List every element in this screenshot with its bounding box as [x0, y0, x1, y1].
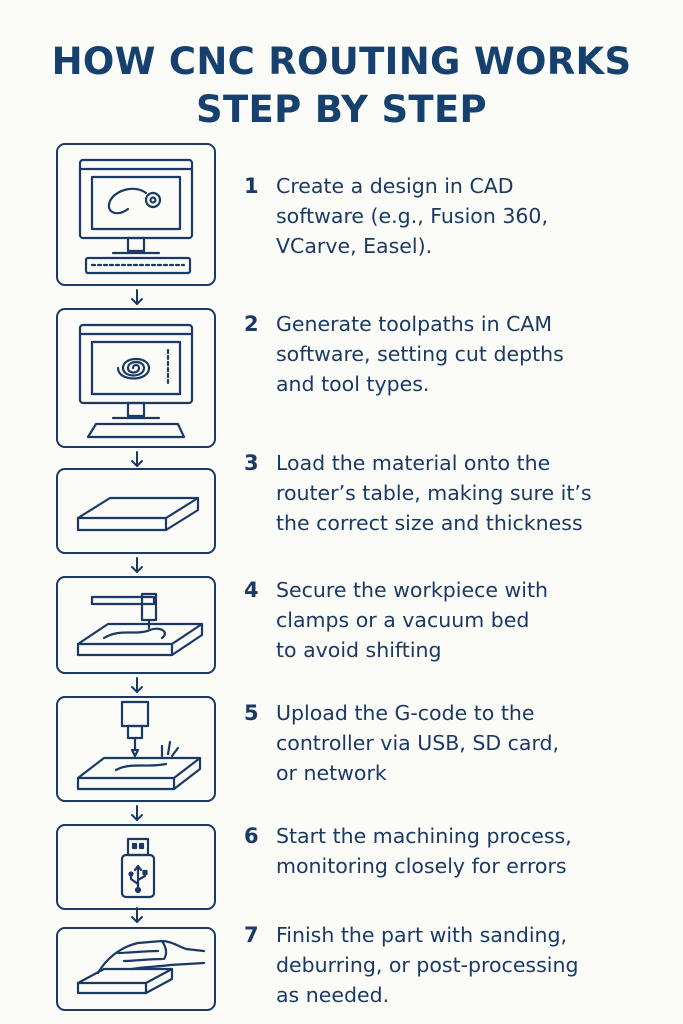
arrow-down-icon: [131, 451, 143, 467]
step-1-text: Create a design in CAD software (e.g., F…: [276, 171, 676, 261]
step-1-line: software (e.g., Fusion 360,: [276, 204, 548, 228]
step-5-number: 5: [244, 701, 259, 725]
spindle-cutting-icon: [76, 700, 202, 791]
step-5-line: Upload the G-code to the: [276, 701, 535, 725]
step-4-line: Secure the workpiece with: [276, 578, 548, 602]
step-4-number: 4: [244, 578, 259, 602]
step-5-line: or network: [276, 761, 387, 785]
step-6-card: [56, 824, 216, 910]
computer-cad-icon: [78, 158, 194, 275]
step-4-line: clamps or a vacuum bed: [276, 608, 530, 632]
arrow-down-icon: [131, 557, 143, 573]
arrow-down-icon: [131, 289, 143, 305]
step-2-line: and tool types.: [276, 372, 430, 396]
step-5-card: [56, 696, 216, 802]
step-1-number: 1: [244, 174, 259, 198]
hand-sanding-icon: [76, 939, 206, 995]
step-3-line: Load the material onto the: [276, 451, 551, 475]
step-1-line: Create a design in CAD: [276, 174, 514, 198]
step-4-text: Secure the workpiece with clamps or a va…: [276, 575, 676, 665]
step-6-text: Start the machining process, monitoring …: [276, 821, 676, 881]
title-line-2: STEP BY STEP: [196, 88, 487, 131]
step-3-number: 3: [244, 451, 259, 475]
step-2-number: 2: [244, 312, 259, 336]
step-3-line: the correct size and thickness: [276, 511, 583, 535]
step-2-card: [56, 308, 216, 448]
step-6-line: monitoring closely for errors: [276, 854, 567, 878]
usb-drive-icon: [120, 837, 156, 899]
step-2-line: Generate toolpaths in CAM: [276, 312, 553, 336]
step-6-number: 6: [244, 824, 259, 848]
step-6-line: Start the machining process,: [276, 824, 572, 848]
computer-cam-icon: [78, 323, 194, 439]
title-line-1: HOW CNC ROUTING WORKS: [51, 40, 632, 83]
step-5-text: Upload the G-code to the controller via …: [276, 698, 676, 788]
arrow-down-icon: [131, 805, 143, 821]
step-4-line: to avoid shifting: [276, 638, 442, 662]
step-3-card: [56, 468, 216, 554]
clamped-workpiece-icon: [76, 592, 204, 657]
step-3-text: Load the material onto the router’s tabl…: [276, 448, 676, 538]
step-3-line: router’s table, making sure it’s: [276, 481, 592, 505]
step-1-card: [56, 143, 216, 286]
step-7-text: Finish the part with sanding, deburring,…: [276, 920, 676, 1010]
step-7-line: Finish the part with sanding,: [276, 923, 568, 947]
arrow-down-icon: [131, 907, 143, 923]
step-7-card: [56, 927, 216, 1011]
step-1-line: VCarve, Easel).: [276, 234, 433, 258]
page-title: HOW CNC ROUTING WORKS STEP BY STEP: [0, 38, 683, 134]
arrow-down-icon: [131, 677, 143, 693]
step-5-line: controller via USB, SD card,: [276, 731, 560, 755]
step-2-text: Generate toolpaths in CAM software, sett…: [276, 309, 676, 399]
material-slab-icon: [76, 496, 200, 532]
step-7-number: 7: [244, 923, 259, 947]
step-7-line: deburring, or post-processing: [276, 953, 579, 977]
step-2-line: software, setting cut depths: [276, 342, 564, 366]
step-4-card: [56, 576, 216, 674]
step-7-line: as needed.: [276, 983, 390, 1007]
